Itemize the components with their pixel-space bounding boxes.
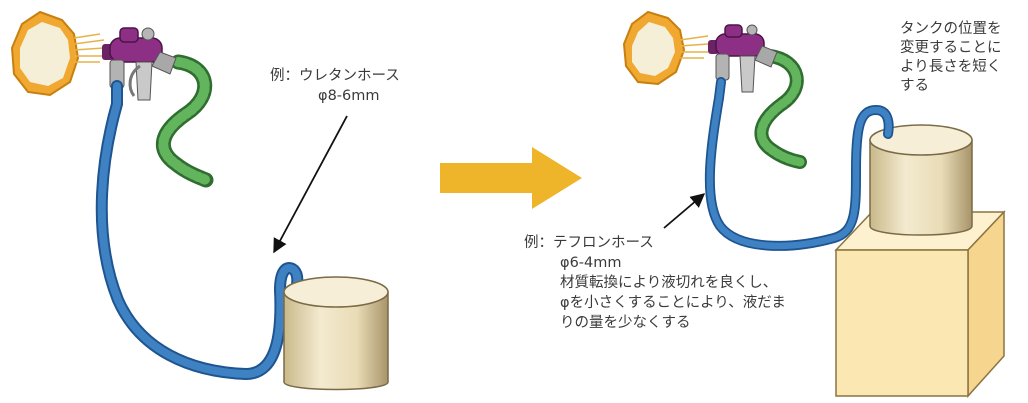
- stand-box-icon: [834, 210, 1006, 398]
- note-line: する: [900, 78, 929, 94]
- pointer-arrow-icon: [273, 115, 348, 254]
- description-line: 材質転換により液切れを良くし、: [560, 275, 778, 291]
- hose-size-text: φ6-4mm: [560, 255, 622, 271]
- note-line: より長さを短く: [900, 59, 1002, 75]
- spray-gun-icon: [102, 27, 177, 101]
- pointer-arrow-icon: [663, 193, 706, 229]
- paint-tank-icon: [869, 124, 973, 236]
- hose-size-text: φ8-6mm: [318, 88, 380, 104]
- spray-gun-icon: [708, 24, 778, 93]
- description-line: φを小さくすることにより、液だま: [560, 295, 786, 311]
- note-line: 変更することに: [900, 40, 1002, 56]
- description-line: りの量を少なくする: [560, 315, 691, 331]
- left-panel: [10, 10, 389, 391]
- tank-position-note: タンクの位置を 変更することに より長さを短く する: [900, 20, 1002, 96]
- right-panel: [622, 10, 1006, 398]
- teflon-hose-label: 例：テフロンホース φ6-4mm 材質転換により液切れを良くし、 φを小さくする…: [524, 233, 786, 333]
- spray-burst-icon: [10, 10, 105, 97]
- transition-arrow-icon: [440, 147, 582, 209]
- note-line: タンクの位置を: [900, 21, 1002, 37]
- hose-type-text: 例：テフロンホース: [524, 235, 654, 251]
- hose-type-text: 例：ウレタンホース: [270, 68, 400, 84]
- urethane-hose: [95, 80, 304, 381]
- paint-tank-icon: [283, 276, 389, 391]
- spray-burst-icon: [622, 10, 709, 86]
- urethane-hose-label: 例：ウレタンホース φ8-6mm: [270, 66, 400, 106]
